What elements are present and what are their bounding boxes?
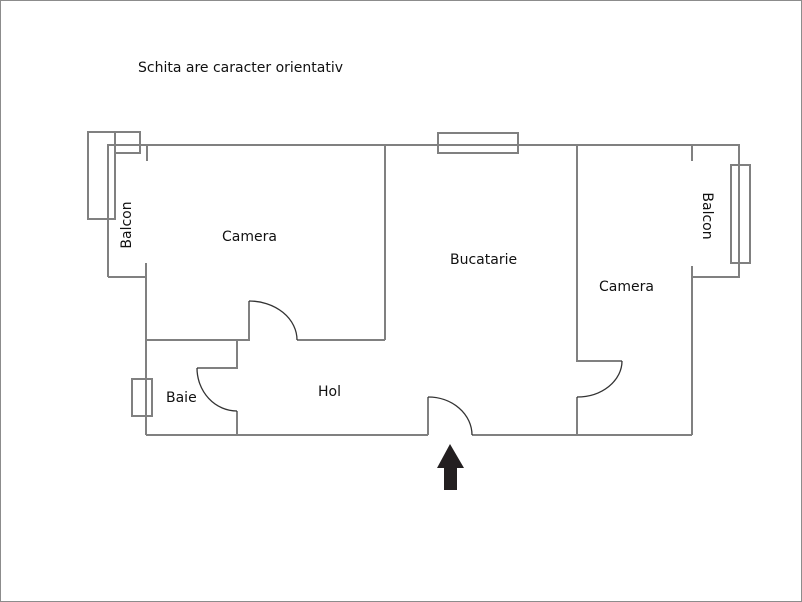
wall-camera-right-left xyxy=(576,145,622,362)
bath-window xyxy=(131,378,153,417)
door-arc-bath[interactable] xyxy=(196,367,238,412)
wall-top xyxy=(107,144,740,278)
wall-bath-top xyxy=(146,301,250,341)
room-label-balcon-right: Balcon xyxy=(699,192,715,240)
wall-bath-right-upper xyxy=(197,340,238,369)
balcony-right-window xyxy=(730,164,751,264)
door-arc-camera-right[interactable] xyxy=(576,360,623,398)
kitchen-window xyxy=(437,132,519,154)
door-arc-camera-left[interactable] xyxy=(248,300,298,341)
room-label-balcon-left: Balcon xyxy=(119,201,135,249)
room-label-hol: Hol xyxy=(318,384,341,400)
room-label-bucatarie: Bucatarie xyxy=(450,252,518,268)
balcony-left-window-small xyxy=(114,131,141,154)
room-label-camera-right: Camera xyxy=(599,279,654,295)
arrow-up-icon xyxy=(437,444,464,490)
room-label-camera-left: Camera xyxy=(222,229,277,245)
door-arc-entry[interactable] xyxy=(427,396,473,436)
room-label-baie: Baie xyxy=(166,390,197,406)
balcony-left-window xyxy=(87,131,116,220)
note-text: Schita are caracter orientativ xyxy=(138,60,344,76)
